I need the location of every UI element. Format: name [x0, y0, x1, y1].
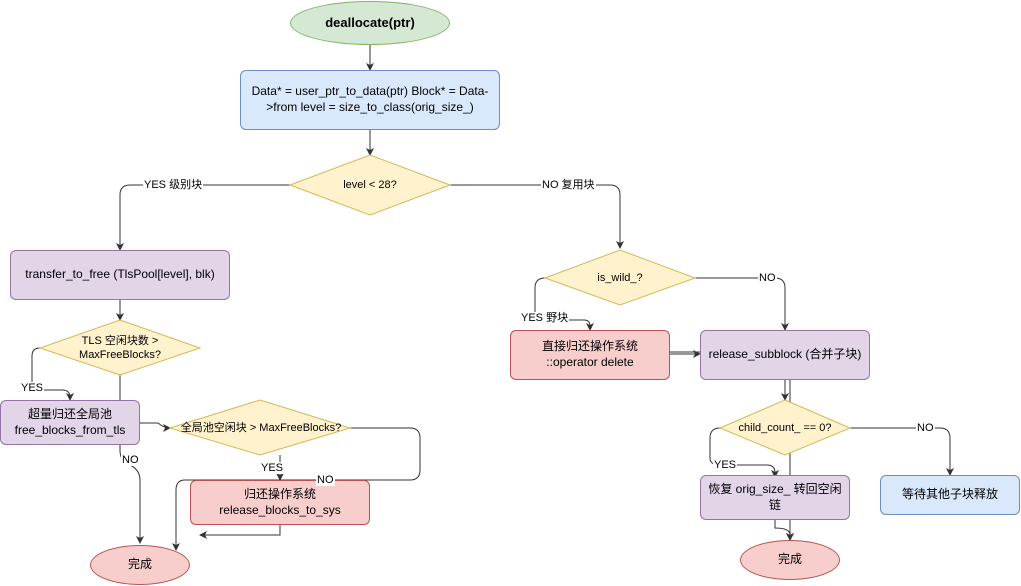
edge-label-yes-wild: YES 野块	[520, 312, 570, 324]
edge-label-no-child: NO	[916, 422, 935, 434]
restore-node: 恢复 orig_size_ 转回空闲链	[700, 475, 850, 520]
diamond-wild	[543, 249, 697, 306]
child-check-text: child_count_ == 0?	[738, 421, 832, 434]
edge-label-yes-global: YES	[260, 462, 285, 474]
edge-label-yes-tls: YES	[20, 382, 45, 394]
release-subblock-node: release_subblock (合并子块)	[700, 330, 870, 380]
global-check-text: 全局池空闲块 > MaxFreeBlocks?	[180, 421, 342, 434]
direct-delete-node: 直接归还操作系统 ::operator delete	[510, 330, 670, 380]
edge-level-yes	[116, 184, 290, 251]
edge-label-no-wild: NO	[758, 272, 777, 284]
level-check-text: level < 28?	[343, 178, 397, 191]
tls-check-text: TLS 空闲块数 > MaxFreeBlocks?	[79, 334, 161, 361]
edge-level-no	[450, 184, 624, 249]
start-node: deallocate(ptr)	[290, 1, 450, 45]
init-node: Data* = user_ptr_to_data(ptr) Block* = D…	[240, 70, 500, 130]
return-os-node: 归还操作系统 release_blocks_to_sys	[190, 480, 370, 525]
wait-node: 等待其他子块释放	[880, 475, 1020, 515]
done-left-node: 完成	[90, 545, 190, 585]
edge-global-from-return	[140, 422, 171, 432]
edge-return-os-done	[199, 525, 281, 539]
edge-label-no-global: NO	[316, 474, 335, 486]
edge-child-no	[850, 427, 954, 476]
edge-label-no-reuse: NO 复用块	[541, 179, 596, 191]
edge-label-yes-child: YES	[713, 459, 738, 471]
diamond-global	[168, 399, 352, 456]
edge-label-yes-level: YES 级别块	[143, 179, 204, 191]
diamond-child	[718, 399, 852, 456]
diamond-tls	[38, 319, 202, 376]
edge-global-no	[172, 427, 421, 551]
transfer-node: transfer_to_free (TlsPool[level], blk)	[10, 250, 230, 300]
diamond-level	[288, 154, 452, 216]
return-global-node: 超量归还全局池 free_blocks_from_tls	[0, 400, 140, 445]
edge-label-no-tls: NO	[121, 454, 140, 466]
done-right-node: 完成	[740, 540, 840, 580]
edge-restore-done	[774, 520, 794, 541]
edge-wild-no	[695, 277, 789, 331]
is-wild-text: is_wild_?	[597, 271, 643, 284]
